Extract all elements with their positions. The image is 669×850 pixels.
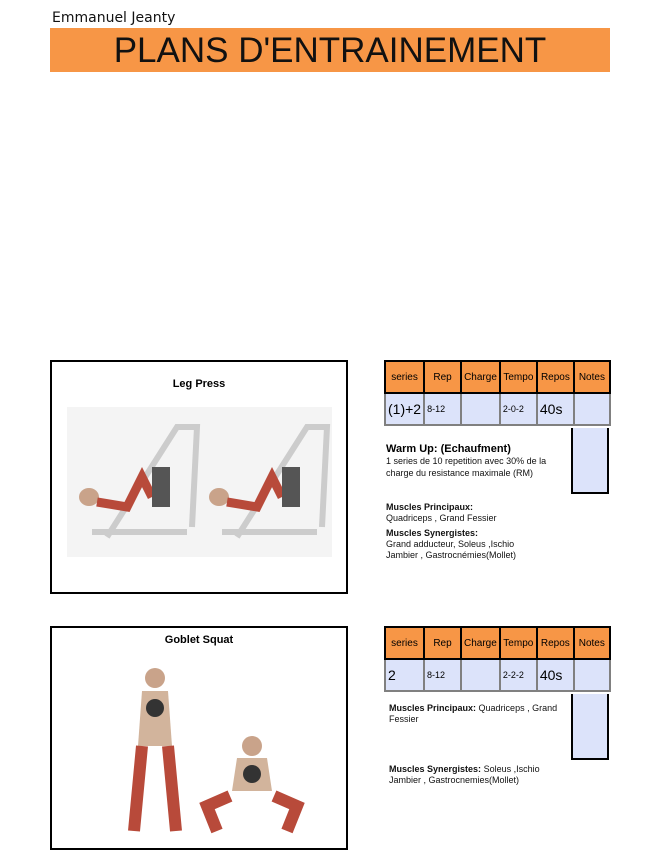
principaux-text: Quadriceps , Grand Fessier [389, 703, 558, 724]
cell-charge[interactable] [460, 658, 501, 692]
synergistes-text: Soleus ,Ischio Jambier , Gastrocnemies(M… [389, 764, 540, 785]
synergistes-text: Grand adducteur, Soleus ,Ischio Jambier … [386, 539, 517, 560]
cell-repos[interactable]: 40s [535, 658, 575, 692]
muscles-synergistes: Muscles Synergistes: Soleus ,Ischio Jamb… [389, 764, 559, 786]
header-series: series [384, 626, 425, 660]
header-tempo: Tempo [498, 626, 538, 660]
cell-notes[interactable] [572, 392, 611, 426]
goblet-squat-illustration [128, 668, 305, 834]
cell-charge[interactable] [460, 392, 501, 426]
exercise-card-goblet-squat: Goblet Squat [50, 626, 348, 850]
header-series: series [383, 360, 426, 394]
header-rep: Rep [423, 360, 463, 394]
header-rep: Rep [423, 626, 462, 660]
exercise-table-goblet-squat: series Rep Charge Tempo Repos Notes 2 8-… [384, 626, 611, 692]
notes-extension[interactable] [571, 428, 609, 494]
header-notes: Notes [572, 360, 611, 394]
principaux-text: Quadriceps , Grand Fessier [386, 513, 497, 523]
exercise-title: Leg Press [172, 378, 226, 390]
principaux-label: Muscles Principaux: [389, 703, 477, 713]
warmup-text: 1 series de 10 repetition avec 30% de la… [386, 456, 547, 478]
exercise-card-leg-press: Leg Press [50, 360, 348, 594]
warmup-block: Warm Up: (Echaufment) 1 series de 10 rep… [386, 443, 566, 479]
author-name: Emmanuel Jeanty [52, 10, 176, 26]
cell-notes[interactable] [572, 658, 611, 692]
leg-press-illustration [67, 407, 332, 557]
exercise-title: Goblet Squat [164, 634, 234, 646]
header-charge: Charge [460, 360, 501, 394]
header-charge: Charge [460, 626, 501, 660]
synergistes-label: Muscles Synergistes: [389, 764, 482, 774]
cell-series[interactable]: 2 [384, 658, 425, 692]
cell-rep[interactable]: 8-12 [423, 392, 463, 426]
cell-tempo[interactable]: 2-2-2 [498, 658, 538, 692]
page-title: PLANS D'ENTRAINEMENT [50, 28, 610, 72]
cell-rep[interactable]: 8-12 [423, 658, 462, 692]
muscles-synergistes: Muscles Synergistes: Grand adducteur, So… [386, 528, 546, 561]
warmup-title: Warm Up: (Echaufment) [386, 443, 511, 455]
header-tempo: Tempo [498, 360, 538, 394]
header-notes: Notes [572, 626, 611, 660]
muscles-principaux: Muscles Principaux: Quadriceps , Grand F… [389, 703, 559, 725]
cell-tempo[interactable]: 2-0-2 [498, 392, 538, 426]
cell-repos[interactable]: 40s [535, 392, 575, 426]
principaux-label: Muscles Principaux: [386, 502, 474, 512]
header-repos: Repos [535, 626, 575, 660]
muscles-principaux: Muscles Principaux: Quadriceps , Grand F… [386, 502, 566, 524]
synergistes-label: Muscles Synergistes: [386, 528, 479, 538]
exercise-table-leg-press: series Rep Charge Tempo Repos Notes (1)+… [383, 360, 611, 426]
notes-extension[interactable] [571, 694, 609, 760]
header-repos: Repos [535, 360, 575, 394]
cell-series[interactable]: (1)+2 [383, 392, 426, 426]
